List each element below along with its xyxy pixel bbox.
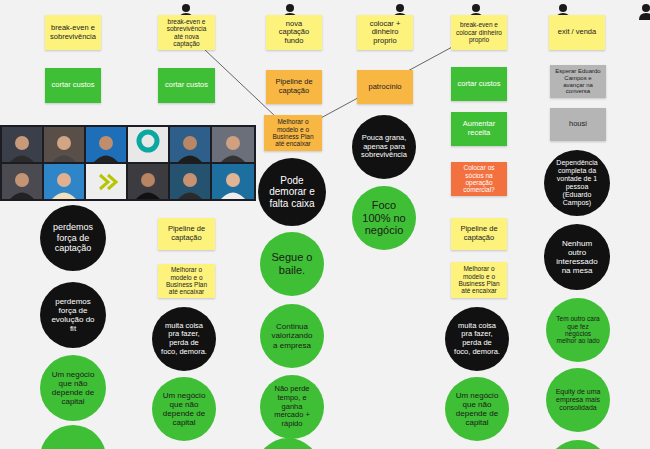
- sticky-note: break-even e sobrevivência até nova capt…: [158, 15, 215, 50]
- sticky-note: colocar + dinheiro proprio: [357, 15, 413, 50]
- node-text: perdemos força de evolução do fit: [40, 295, 106, 336]
- idea-circle: Um negócio que não depende de capital: [40, 355, 106, 421]
- node-text: Melhorar o modelo e o Business Plan até …: [158, 264, 215, 298]
- node-text: Não perde tempo, e ganha mercado + rápid…: [260, 383, 324, 430]
- idea-circle: Pode demorar e falta caixa: [258, 158, 326, 226]
- sticky-note: nova captação fundo: [266, 15, 322, 50]
- node-text: Segue o baile.: [260, 249, 324, 278]
- node-text: exit / venda: [553, 26, 601, 39]
- node-text: Um negócio que não depende de capital: [445, 389, 509, 430]
- node-text: cortar custos: [47, 79, 100, 92]
- node-text: Nenhum outro interessado na mesa: [544, 237, 610, 278]
- node-text: Pipeline de captação: [266, 76, 322, 97]
- idea-circle: Foco 100% no negócio: [352, 186, 416, 250]
- partial-circle: [256, 438, 320, 449]
- sticky-note: cortar custos: [451, 67, 507, 101]
- node-text: Melhorar o modelo e o Business Plan até …: [264, 116, 322, 150]
- node-text: perdemos força de captação: [40, 220, 106, 255]
- node-text: cortar custos: [160, 79, 213, 92]
- node-text: Um negócio que não depende de capital: [40, 368, 106, 409]
- node-text: Pouca grana, apenas para sobrevivência: [352, 132, 416, 162]
- node-text: Um negócio que não depende de capital: [152, 389, 216, 430]
- idea-circle: Nenhum outro interessado na mesa: [544, 224, 610, 290]
- idea-circle: Um negócio que não depende de capital: [152, 377, 216, 441]
- node-text: Equity de uma empresa mais consolidada: [546, 386, 610, 414]
- node-text: Continua valorizando a empresa: [260, 320, 324, 352]
- node-text: colocar + dinheiro proprio: [357, 18, 413, 48]
- node-text: Aumentar receita: [451, 118, 507, 139]
- sticky-note: cortar custos: [45, 68, 101, 103]
- node-text: nova captação fundo: [266, 18, 322, 48]
- node-text: housi: [564, 118, 592, 131]
- connector-line: [322, 48, 451, 118]
- sticky-note: Melhorar o modelo e o Business Plan até …: [451, 262, 507, 298]
- partial-circle: [546, 440, 610, 449]
- idea-circle: muita coisa pra fazer, perda de foco, de…: [445, 307, 509, 371]
- sticky-note: break-even e sobrevivência: [45, 15, 101, 50]
- sticky-note: Melhorar o modelo e o Business Plan até …: [264, 115, 322, 151]
- node-text: break-even e colocar dinheiro proprio: [451, 19, 507, 45]
- sticky-note: Pipeline de captação: [158, 218, 215, 250]
- node-text: muita coisa pra fazer, perda de foco, de…: [152, 320, 216, 359]
- idea-circle: Tem outro cara que fez negócios melhor a…: [546, 298, 610, 362]
- idea-circle: Não perde tempo, e ganha mercado + rápid…: [260, 375, 324, 439]
- video-call-overlay: [0, 125, 256, 201]
- sticky-note: Aumentar receita: [451, 112, 507, 146]
- idea-circle: muita coisa pra fazer, perda de foco, de…: [152, 307, 216, 371]
- sticky-note: Esperar Eduardo Campos e avançar na conv…: [550, 65, 606, 98]
- sticky-note: break-even e colocar dinheiro proprio: [451, 15, 507, 50]
- connector-line: [205, 50, 274, 115]
- node-text: Esperar Eduardo Campos e avançar na conv…: [550, 66, 606, 98]
- idea-circle: perdemos força de evolução do fit: [40, 282, 106, 348]
- node-text: Tem outro cara que fez negócios melhor a…: [546, 313, 610, 347]
- node-text: Pode demorar e falta caixa: [258, 173, 326, 212]
- idea-circle: Continua valorizando a empresa: [260, 304, 324, 368]
- idea-circle: Segue o baile.: [260, 232, 324, 296]
- idea-circle: Dependência completa da vontade de 1 pes…: [544, 150, 610, 216]
- node-text: break-even e sobrevivência: [45, 22, 101, 43]
- node-text: break-even e sobrevivência até nova capt…: [158, 16, 215, 50]
- sticky-note: Melhorar o modelo e o Business Plan até …: [158, 264, 215, 298]
- node-text: patrocínio: [364, 81, 407, 94]
- sticky-note: Colocar os sócios na operação comercial?: [451, 162, 507, 196]
- sticky-note: exit / venda: [549, 15, 605, 50]
- video-thumbnail: [2, 127, 254, 199]
- node-text: Foco 100% no negócio: [352, 197, 416, 239]
- node-text: Melhorar o modelo e o Business Plan até …: [451, 263, 507, 297]
- node-text: Pipeline de captação: [158, 223, 215, 244]
- node-text: Dependência completa da vontade de 1 pes…: [544, 157, 610, 209]
- node-text: Colocar os sócios na operação comercial?: [451, 162, 507, 196]
- sticky-note: Pipeline de captação: [266, 70, 322, 104]
- idea-circle: Pouca grana, apenas para sobrevivência: [352, 115, 416, 179]
- idea-circle: Equity de uma empresa mais consolidada: [546, 368, 610, 432]
- sticky-note: Pipeline de captação: [451, 218, 507, 250]
- node-text: cortar custos: [453, 78, 506, 91]
- node-text: muita coisa pra fazer, perda de foco, de…: [445, 320, 509, 359]
- idea-circle: perdemos força de captação: [40, 205, 106, 271]
- idea-circle: Um negócio que não depende de capital: [445, 377, 509, 441]
- sticky-note: patrocínio: [357, 70, 413, 104]
- sticky-note: housi: [550, 108, 606, 141]
- sticky-note: cortar custos: [158, 68, 215, 103]
- node-text: Pipeline de captação: [451, 223, 507, 244]
- partial-circle: [40, 425, 106, 449]
